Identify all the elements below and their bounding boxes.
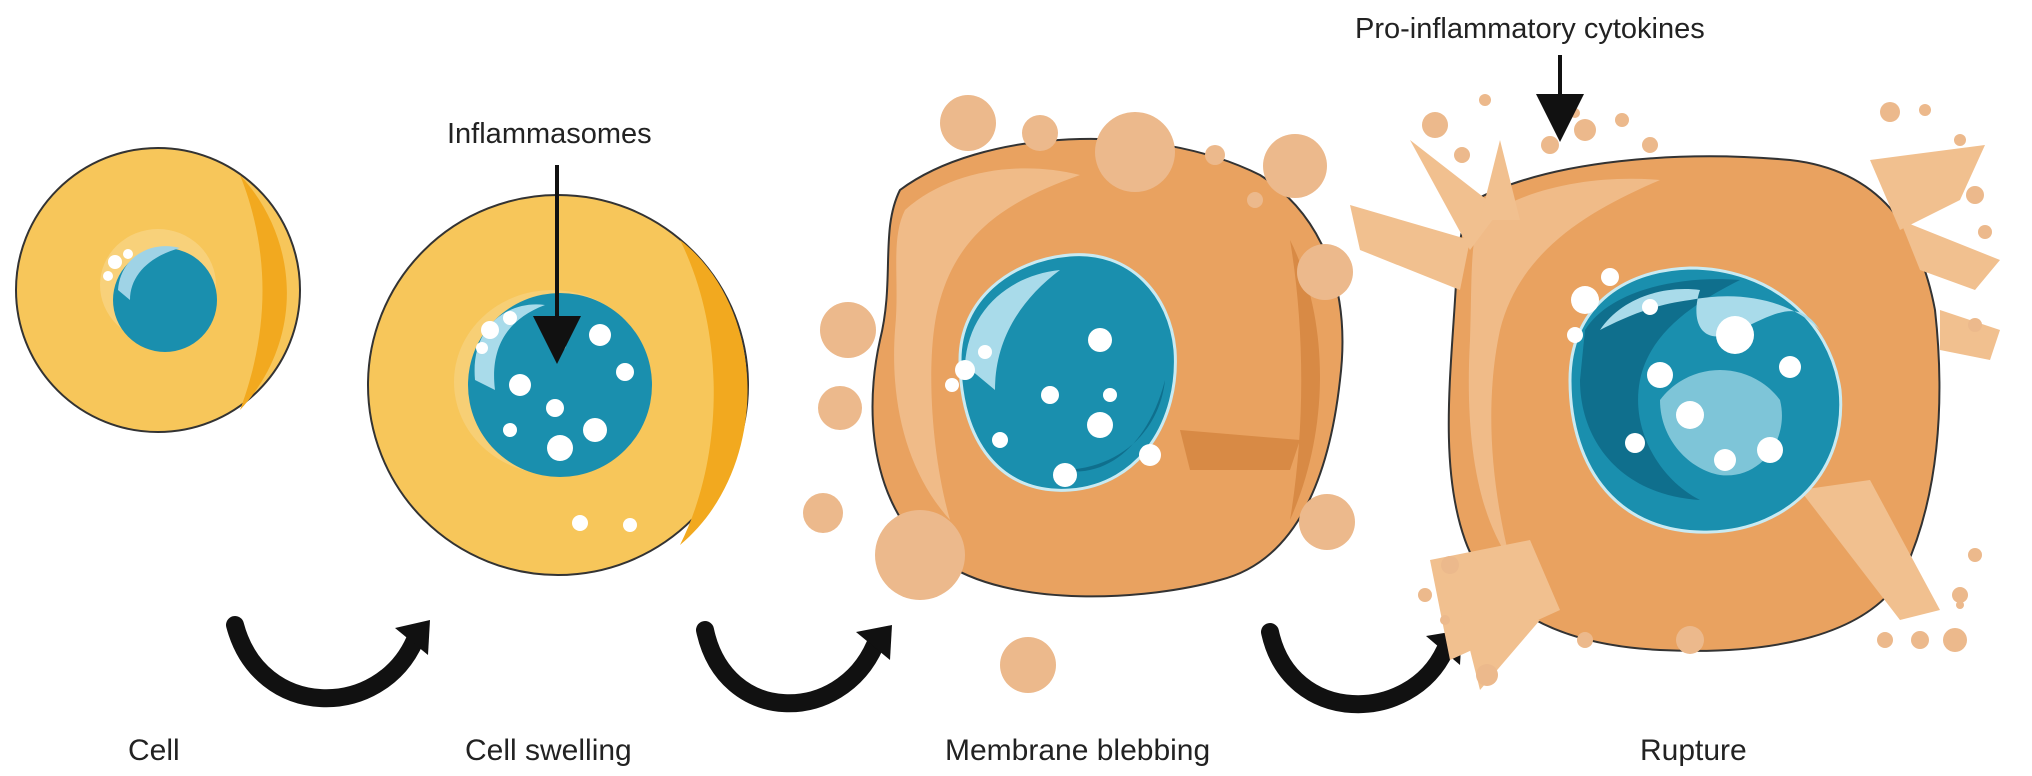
- stage-label-membrane-blebbing: Membrane blebbing: [945, 734, 1210, 767]
- released-cytokines: [1418, 94, 1992, 686]
- stage-label-cell-swelling: Cell swelling: [465, 734, 632, 767]
- stage-label-cell: Cell: [128, 734, 180, 767]
- transition-arrow-2: [696, 621, 892, 713]
- cell-swelling: [367, 194, 749, 576]
- cytokines-label: Pro-inflammatory cytokines: [1355, 13, 1705, 45]
- cell-rupture: [1350, 140, 2000, 690]
- cell-normal: [15, 147, 301, 433]
- transition-arrow-3: [1261, 623, 1462, 713]
- stage-label-rupture: Rupture: [1640, 734, 1747, 767]
- inflammasomes-label: Inflammasomes: [447, 118, 652, 150]
- transition-arrow-1: [226, 616, 430, 708]
- membrane-blebs: [803, 95, 1355, 693]
